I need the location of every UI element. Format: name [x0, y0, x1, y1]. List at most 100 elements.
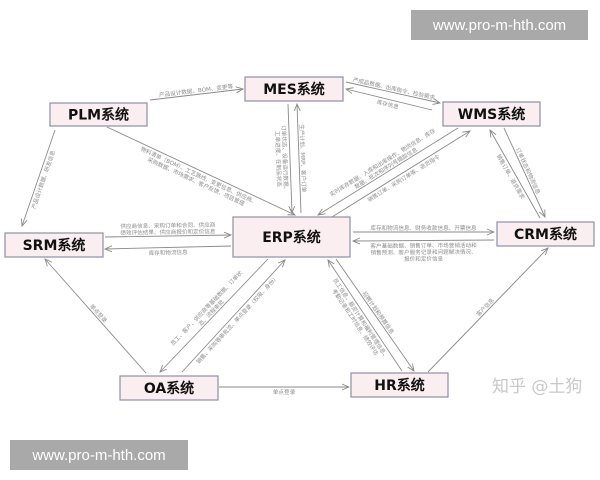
edge-label-line: 员工、客户、供应商等基础数据、订单状 [169, 269, 245, 348]
edge-label: 客户基础数据、销售订单、市场营销活动和销售预测、客户服务记录和问题解决情况、报价… [370, 241, 477, 263]
arrow-line [345, 81, 440, 103]
edge-erp-to-mes: 生产计划、MRP、客户订单 [297, 104, 309, 214]
node-label: HR系统 [374, 377, 425, 394]
edge-label-line: 库存和物流信息、财务收款信息、开票信息 [370, 224, 477, 232]
node-label: CRM系统 [514, 226, 577, 243]
arrow-line [106, 126, 295, 215]
edge-label-line: 客户信息 [474, 296, 496, 318]
node-box [232, 216, 351, 258]
node-label: MES系统 [263, 81, 325, 98]
arrow-line [346, 89, 433, 111]
edge-label-line: 生产计划、MRP、客户订单 [298, 124, 309, 193]
edge-label: 库存和物流信息、财务收款信息、开票信息 [370, 224, 477, 232]
edge-erp-to-srm: 库存和物流信息 [105, 246, 232, 257]
edge-label: 产成品数据、出库指令、检验需求 [352, 76, 436, 102]
arrow-line [328, 260, 403, 372]
arrow-line [105, 246, 232, 249]
node-erp[interactable]: ERP系统 [232, 216, 351, 258]
node-label: WMS系统 [458, 106, 525, 123]
node-srm[interactable]: SRM系统 [4, 232, 104, 258]
arrow-line [149, 89, 243, 101]
edge-wms-to-erp: 实时库存数据、入库和出库操作、物流信息、库存数据、批次和序列号跟踪信息 [318, 126, 459, 215]
arrow-line [490, 130, 541, 219]
author-signature: 知乎 @土狗 [492, 377, 583, 397]
edge-erp-to-wms: 销售订单、采购订单等、退货指令 [331, 131, 470, 218]
edge-label: 单点登录 [273, 388, 296, 396]
edge-label-line: 单点登录 [273, 388, 296, 396]
node-box [244, 76, 344, 102]
edge-label-line: 报价和定价信息 [404, 255, 444, 263]
edge-mes-to-erp: 订单状态、设备运行数据、工单进度、在制品状态 [273, 103, 292, 213]
node-crm[interactable]: CRM系统 [496, 221, 595, 247]
edge-label: 供应商信息、采购订单和合同、供应商绩效评估结果、供应商报价和定价信息 [120, 221, 216, 237]
node-box [49, 102, 148, 127]
arrow-line [335, 258, 414, 371]
edge-label: 库存信息 [376, 98, 400, 111]
edge-label-line: 产品设计数据、研发信息 [29, 149, 57, 210]
edge-label-line: 数据、批次和序列号跟踪信息 [353, 145, 419, 190]
arrow-line [318, 127, 459, 215]
arrow-line [297, 104, 302, 214]
edge-plm-to-srm: 产品设计数据、研发信息 [22, 129, 57, 226]
arrow-line [353, 240, 495, 241]
arrow-line [331, 131, 470, 218]
edge-label-line: 工单进度、在制品状态 [273, 131, 283, 188]
edge-erp-to-oa: 员工、客户、供应商等基础数据、订单状态、流程审批 [160, 258, 269, 372]
edge-hr-to-crm: 客户信息 [427, 248, 548, 373]
node-hr[interactable]: HR系统 [350, 372, 449, 398]
edge-label-line: 采购数据、市场需求、客户反馈、项目管理 [146, 155, 246, 207]
edge-oa-to-srm: 单点登录 [45, 259, 147, 374]
edge-erp-to-crm: 库存和物流信息、财务收款信息、开票信息 [353, 224, 494, 232]
node-label: OA系统 [144, 380, 194, 397]
edge-label-line: 产品设计数据、BOM、变更等 [159, 82, 234, 99]
node-box [442, 101, 541, 127]
edge-label: 员工、客户、供应商等基础数据、订单状态、流程审批 [169, 269, 249, 352]
node-label: PLM系统 [68, 107, 129, 124]
edge-label-line: 库存信息 [376, 98, 400, 111]
node-wms[interactable]: WMS系统 [442, 101, 541, 127]
edge-label-line: 产成品数据、出库指令、检验需求 [352, 76, 436, 102]
arrow-line [45, 259, 147, 374]
edge-label: 产品设计数据、研发信息 [29, 149, 57, 210]
node-oa[interactable]: OA系统 [119, 375, 219, 401]
node-box [350, 372, 449, 398]
node-label: ERP系统 [262, 229, 321, 246]
edge-label-line: 客户基础数据、销售订单、市场营销活动和 [370, 241, 477, 250]
arrow-line [181, 260, 285, 373]
node-plm[interactable]: PLM系统 [49, 102, 148, 127]
edge-label-line: 实时库存数据、入库和出库操作、物流信息、库存 [328, 126, 437, 198]
edge-crm-to-erp: 客户基础数据、销售订单、市场营销活动和销售预测、客户服务记录和问题解决情况、报价… [353, 240, 495, 263]
edge-label-line: 单点登录 [88, 302, 109, 324]
watermark-top: www.pro-m-hth.com [411, 10, 588, 40]
edge-label: 产品设计数据、BOM、变更等 [159, 82, 234, 99]
edge-plm-to-erp: 物料清单（BOM）、工艺路线、变更信息、供应商、采购数据、市场需求、客户反馈、项… [106, 126, 295, 215]
edge-label: 生产计划、MRP、客户订单 [298, 124, 309, 193]
edge-label: 单点登录 [88, 302, 109, 324]
arrow-line [104, 235, 231, 237]
edge-label-line: 订单状态、设备运行数据、 [280, 125, 290, 192]
edge-oa-to-hr: 单点登录 [219, 387, 349, 396]
edge-label-line: 考勤记录和工时信息、绩效评估 [330, 287, 380, 357]
node-mes[interactable]: MES系统 [244, 76, 344, 102]
arrow-line [427, 248, 548, 373]
edge-srm-to-erp: 供应商信息、采购订单和合同、供应商绩效评估结果、供应商报价和定价信息 [104, 221, 231, 237]
arrow-line [503, 127, 545, 217]
node-box [4, 232, 104, 258]
edge-plm-to-mes: 产品设计数据、BOM、变更等 [149, 82, 243, 101]
edge-label-line: 物料清单（BOM）、工艺路线、变更信息、供应商、 [139, 145, 258, 206]
edge-label: 客户信息 [474, 296, 496, 318]
node-box [496, 221, 595, 247]
edge-label: 订单状态、设备运行数据、工单进度、在制品状态 [273, 125, 290, 193]
watermark-bottom: www.pro-m-hth.com [10, 440, 188, 470]
node-box [119, 375, 219, 401]
edge-label-line: 库存和物流信息 [148, 248, 188, 257]
arrow-line [22, 129, 56, 226]
edge-label-line: 销售预测、客户服务记录和问题解决情况、 [370, 248, 476, 257]
edge-mes-to-wms: 产成品数据、出库指令、检验需求 [345, 76, 440, 103]
arrow-line [287, 103, 292, 213]
edge-label: 物料清单（BOM）、工艺路线、变更信息、供应商、采购数据、市场需求、客户反馈、项… [137, 145, 259, 212]
edge-label-line: 绩效评估结果、供应商报价和定价信息 [120, 227, 216, 237]
node-label: SRM系统 [23, 237, 86, 254]
arrow-line [160, 258, 269, 372]
